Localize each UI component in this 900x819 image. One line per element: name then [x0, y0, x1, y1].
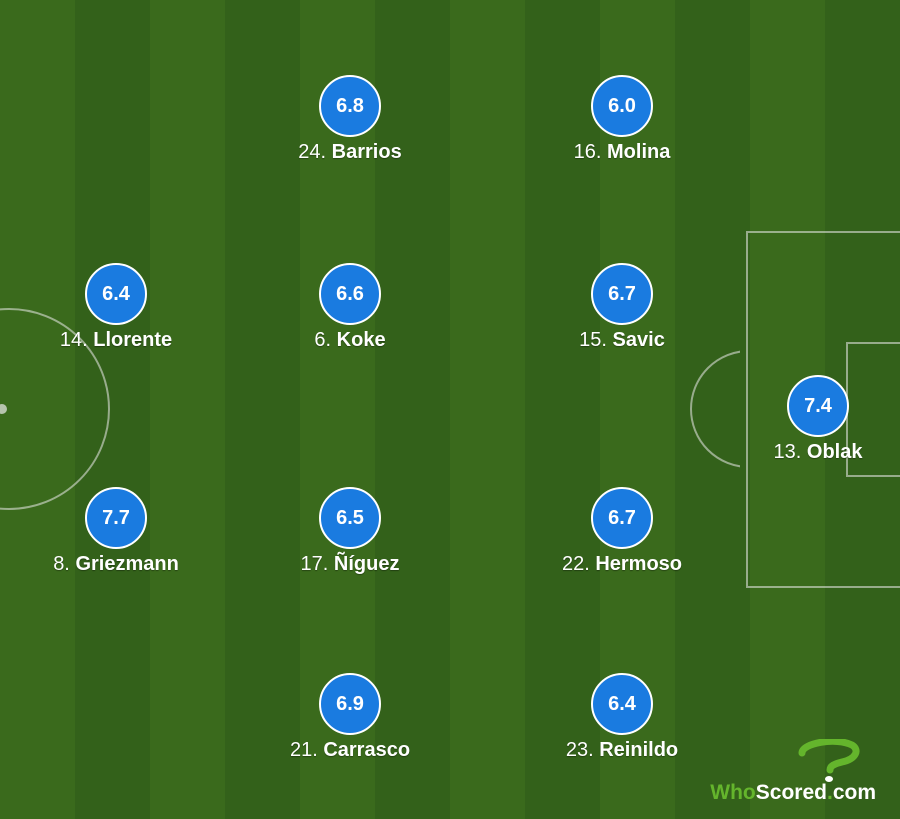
player-rating: 6.8 [319, 75, 381, 137]
player-rating: 6.9 [319, 673, 381, 735]
player-name: 15. Savic [579, 329, 665, 351]
player-name: 21. Carrasco [289, 739, 411, 761]
player-rating: 7.7 [85, 487, 147, 549]
player-savic[interactable]: 6.7 15. Savic [522, 263, 722, 352]
player-name: 6. Koke [314, 329, 386, 351]
player-name: 23. Reinildo [565, 739, 679, 761]
player-oblak[interactable]: 7.4 13. Oblak [718, 375, 900, 464]
player-rating: 7.4 [787, 375, 849, 437]
player-rating: 6.4 [591, 673, 653, 735]
player-reinildo[interactable]: 6.4 23. Reinildo [522, 673, 722, 762]
player-rating: 6.7 [591, 487, 653, 549]
player-carrasco[interactable]: 6.9 21. Carrasco [250, 673, 450, 762]
player-name: 24. Barrios [298, 141, 402, 163]
question-mark-ball-icon [798, 739, 860, 782]
player-name: 8. Griezmann [53, 553, 179, 575]
player-name: 13. Oblak [773, 441, 863, 463]
player-rating: 6.5 [319, 487, 381, 549]
player-name: 22. Hermoso [561, 553, 683, 575]
player-molina[interactable]: 6.0 16. Molina [522, 75, 722, 164]
player-rating: 6.6 [319, 263, 381, 325]
player-niguez[interactable]: 6.5 17. Ñíguez [250, 487, 450, 576]
player-name: 17. Ñíguez [300, 553, 400, 575]
player-llorente[interactable]: 6.4 14. Llorente [16, 263, 216, 352]
player-rating: 6.7 [591, 263, 653, 325]
player-rating: 6.0 [591, 75, 653, 137]
player-griezmann[interactable]: 7.7 8. Griezmann [16, 487, 216, 576]
player-barrios[interactable]: 6.8 24. Barrios [250, 75, 450, 164]
player-koke[interactable]: 6.6 6. Koke [250, 263, 450, 352]
player-hermoso[interactable]: 6.7 22. Hermoso [522, 487, 722, 576]
whoscored-logo[interactable]: WhoScored.com [710, 781, 876, 804]
player-name: 16. Molina [573, 141, 671, 163]
player-name: 14. Llorente [59, 329, 173, 351]
player-rating: 6.4 [85, 263, 147, 325]
penalty-area [746, 231, 900, 588]
center-spot [0, 404, 7, 414]
